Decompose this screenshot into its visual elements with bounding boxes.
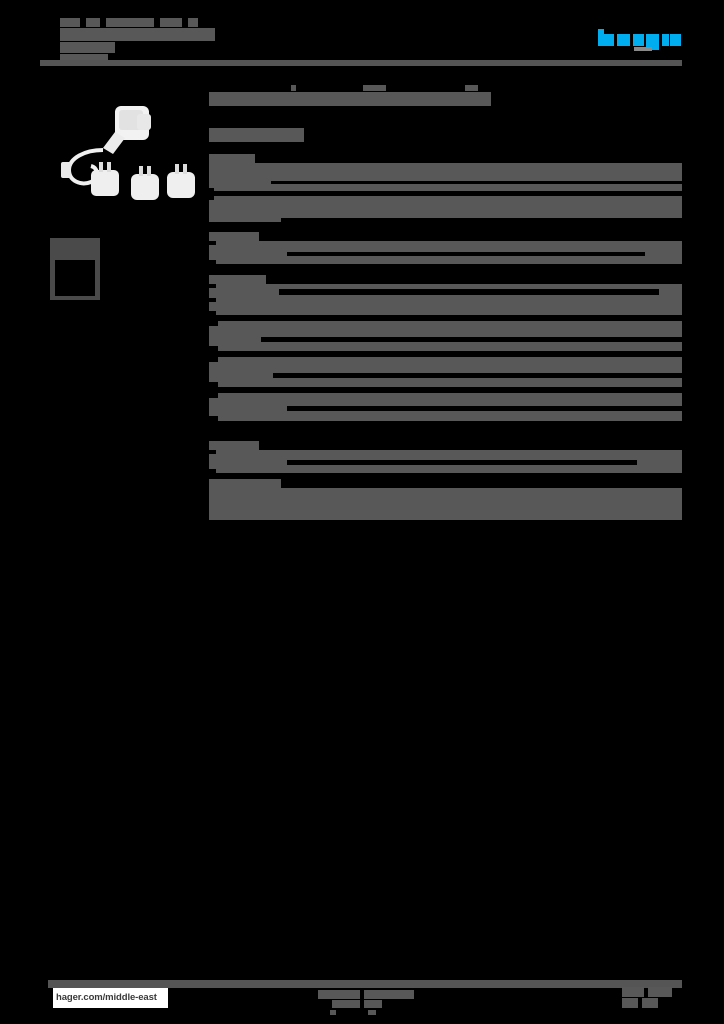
- section-label-5: [209, 479, 281, 488]
- table-row: [209, 241, 682, 264]
- header-title-line-4: [60, 54, 108, 65]
- table-row: [209, 393, 682, 421]
- footer-divider-rule: [48, 980, 682, 988]
- header-title-line-1: [60, 18, 80, 27]
- section-label-1: [209, 154, 255, 163]
- header-divider-rule: [40, 60, 682, 66]
- product-image-main: [47, 88, 205, 208]
- page-title-accent-c: [465, 85, 478, 91]
- table-row: [209, 284, 682, 315]
- table-row: [209, 488, 682, 520]
- page-title-accent-b: [363, 85, 386, 91]
- hager-logo: [598, 26, 682, 51]
- product-image-secondary: [50, 238, 100, 300]
- section-label-4: [209, 441, 259, 450]
- page-title-accent-a: [291, 85, 296, 91]
- table-row: [209, 196, 682, 222]
- table-row: [209, 357, 682, 387]
- page-subtitle: [209, 128, 304, 142]
- table-row: [209, 321, 682, 351]
- table-row: [209, 450, 682, 473]
- table-row: [209, 163, 682, 191]
- header-title-line-3: [60, 42, 115, 53]
- header-title-line-2: [60, 28, 215, 41]
- footer-url[interactable]: hager.com/middle-east: [53, 988, 168, 1008]
- page-title: [209, 92, 491, 106]
- header-title-line-1d: [160, 18, 182, 27]
- header-title-line-1b: [86, 18, 100, 27]
- content-column: [209, 0, 682, 1024]
- section-label-2: [209, 232, 259, 241]
- header-title-line-1c: [106, 18, 154, 27]
- header-title-line-1e: [188, 18, 198, 27]
- section-label-3: [209, 275, 266, 284]
